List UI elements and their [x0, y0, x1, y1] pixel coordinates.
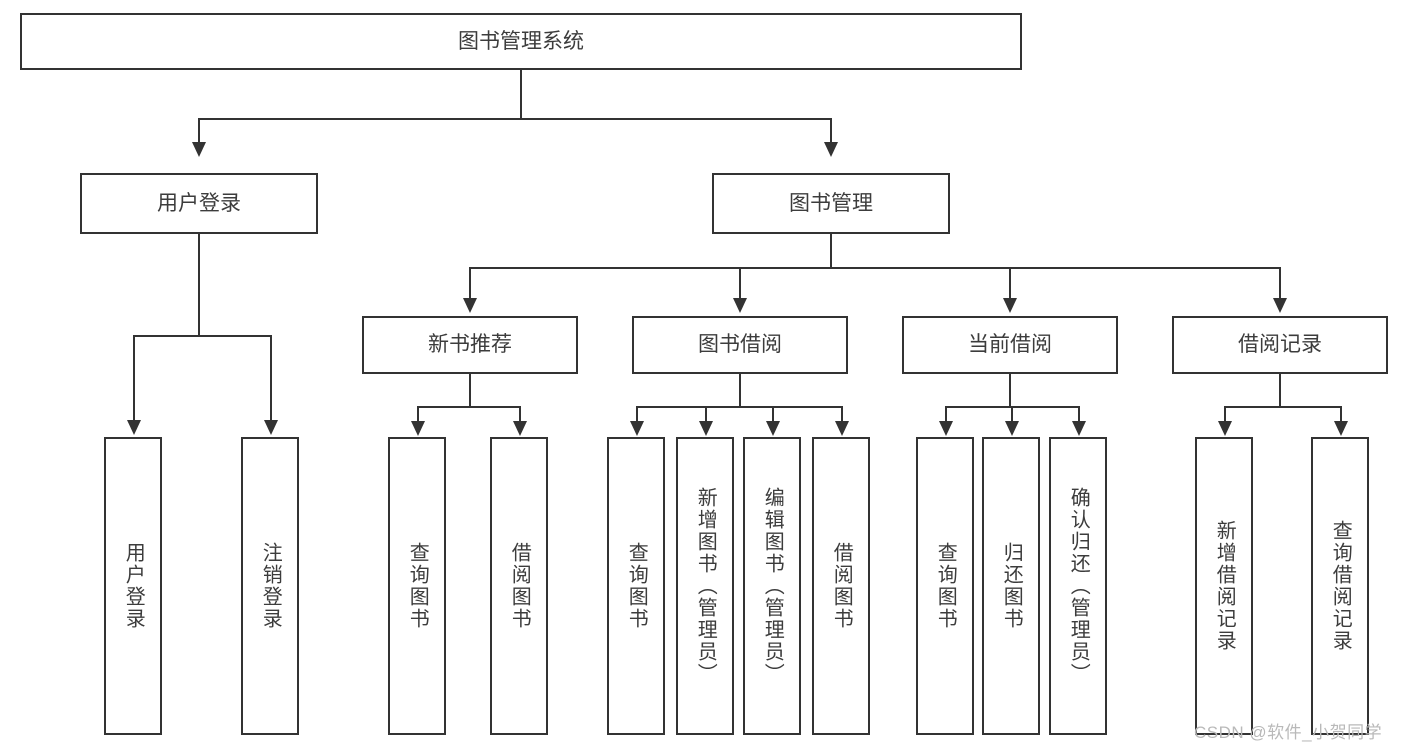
connector-book-borrow-to-leaf-4 — [841, 406, 843, 423]
connector-book-manage-to-new-book — [469, 267, 471, 300]
arrow-book-borrow-to-leaf-3 — [766, 421, 780, 436]
connector-book-manage-bus — [469, 267, 1280, 269]
node-label: 归还图书 — [1000, 542, 1023, 630]
arrow-borrow-record-to-leaf-2 — [1334, 421, 1348, 436]
arrow-borrow-record-to-leaf-1 — [1218, 421, 1232, 436]
node-label: 新增借阅记录 — [1213, 520, 1236, 652]
arrow-book-borrow-to-leaf-1 — [630, 421, 644, 436]
node-label: 查询图书 — [625, 542, 648, 630]
leaf-query-book-3[interactable]: 查询图书 — [916, 437, 974, 735]
node-label: 图书借阅 — [698, 333, 782, 357]
connector-new-book-to-leaf-2 — [519, 406, 521, 423]
connector-borrow-record-stem — [1279, 374, 1281, 406]
connector-user-login-to-leaf-2 — [270, 335, 272, 422]
arrow-new-book-to-leaf-2 — [513, 421, 527, 436]
arrow-user-login-to-leaf-1 — [127, 420, 141, 435]
node-label: 确认归还（管理员） — [1067, 487, 1090, 685]
arrow-book-manage-to-new-book — [463, 298, 477, 313]
connector-root-bus — [198, 118, 832, 120]
node-label: 图书管理 — [789, 191, 873, 215]
leaf-return-book[interactable]: 归还图书 — [982, 437, 1040, 735]
leaf-confirm-return[interactable]: 确认归还（管理员） — [1049, 437, 1107, 735]
leaf-user-login[interactable]: 用户登录 — [104, 437, 162, 735]
connector-book-borrow-to-leaf-3 — [772, 406, 774, 423]
node-root-book-management-system[interactable]: 图书管理系统 — [20, 13, 1022, 70]
leaf-add-record[interactable]: 新增借阅记录 — [1195, 437, 1253, 735]
connector-user-login-stem — [198, 234, 200, 335]
leaf-logout[interactable]: 注销登录 — [241, 437, 299, 735]
node-label: 新书推荐 — [428, 333, 512, 357]
connector-root-to-book-manage — [830, 118, 832, 144]
node-book-manage[interactable]: 图书管理 — [712, 173, 950, 234]
node-label: 查询图书 — [934, 542, 957, 630]
arrow-current-borrow-to-leaf-2 — [1005, 421, 1019, 436]
leaf-borrow-book-2[interactable]: 借阅图书 — [812, 437, 870, 735]
connector-book-manage-to-current-borrow — [1009, 267, 1011, 300]
arrow-book-manage-to-book-borrow — [733, 298, 747, 313]
connector-current-borrow-to-leaf-2 — [1011, 406, 1013, 423]
node-new-book-recommend[interactable]: 新书推荐 — [362, 316, 578, 374]
connector-current-borrow-to-leaf-3 — [1078, 406, 1080, 423]
arrow-root-to-book-manage — [824, 142, 838, 157]
leaf-query-book-2[interactable]: 查询图书 — [607, 437, 665, 735]
connector-new-book-to-leaf-1 — [417, 406, 419, 423]
leaf-edit-book[interactable]: 编辑图书（管理员） — [743, 437, 801, 735]
arrow-current-borrow-to-leaf-3 — [1072, 421, 1086, 436]
arrow-book-manage-to-current-borrow — [1003, 298, 1017, 313]
arrow-current-borrow-to-leaf-1 — [939, 421, 953, 436]
node-label: 图书管理系统 — [458, 29, 584, 53]
leaf-add-book[interactable]: 新增图书（管理员） — [676, 437, 734, 735]
leaf-query-record[interactable]: 查询借阅记录 — [1311, 437, 1369, 735]
connector-new-book-bus — [417, 406, 521, 408]
node-book-borrow[interactable]: 图书借阅 — [632, 316, 848, 374]
node-borrow-record[interactable]: 借阅记录 — [1172, 316, 1388, 374]
connector-user-login-to-leaf-1 — [133, 335, 135, 422]
leaf-borrow-book-1[interactable]: 借阅图书 — [490, 437, 548, 735]
connector-book-manage-to-borrow-record — [1279, 267, 1281, 300]
connector-borrow-record-to-leaf-2 — [1340, 406, 1342, 423]
connector-current-borrow-to-leaf-1 — [945, 406, 947, 423]
node-label: 当前借阅 — [968, 333, 1052, 357]
connector-root-stem — [520, 70, 522, 118]
node-label: 借阅图书 — [830, 542, 853, 630]
node-label: 借阅图书 — [508, 542, 531, 630]
arrow-root-to-user-login — [192, 142, 206, 157]
node-label: 查询借阅记录 — [1329, 520, 1352, 652]
connector-book-manage-to-book-borrow — [739, 267, 741, 300]
connector-user-login-bus — [133, 335, 272, 337]
node-label: 借阅记录 — [1238, 333, 1322, 357]
connector-borrow-record-to-leaf-1 — [1224, 406, 1226, 423]
connector-book-borrow-to-leaf-1 — [636, 406, 638, 423]
connector-book-manage-stem — [830, 234, 832, 267]
node-user-login[interactable]: 用户登录 — [80, 173, 318, 234]
arrow-book-manage-to-borrow-record — [1273, 298, 1287, 313]
connector-book-borrow-to-leaf-2 — [705, 406, 707, 423]
node-label: 用户登录 — [122, 542, 145, 630]
leaf-query-book-1[interactable]: 查询图书 — [388, 437, 446, 735]
connector-root-to-user-login — [198, 118, 200, 144]
connector-book-borrow-stem — [739, 374, 741, 406]
node-label: 查询图书 — [406, 542, 429, 630]
node-current-borrow[interactable]: 当前借阅 — [902, 316, 1118, 374]
arrow-new-book-to-leaf-1 — [411, 421, 425, 436]
arrow-book-borrow-to-leaf-2 — [699, 421, 713, 436]
node-label: 编辑图书（管理员） — [761, 487, 784, 685]
connector-new-book-stem — [469, 374, 471, 406]
node-label: 注销登录 — [259, 542, 282, 630]
arrow-book-borrow-to-leaf-4 — [835, 421, 849, 436]
connector-book-borrow-bus — [636, 406, 842, 408]
node-label: 用户登录 — [157, 191, 241, 215]
arrow-user-login-to-leaf-2 — [264, 420, 278, 435]
connector-borrow-record-bus — [1224, 406, 1341, 408]
node-label: 新增图书（管理员） — [694, 487, 717, 685]
connector-current-borrow-stem — [1009, 374, 1011, 406]
